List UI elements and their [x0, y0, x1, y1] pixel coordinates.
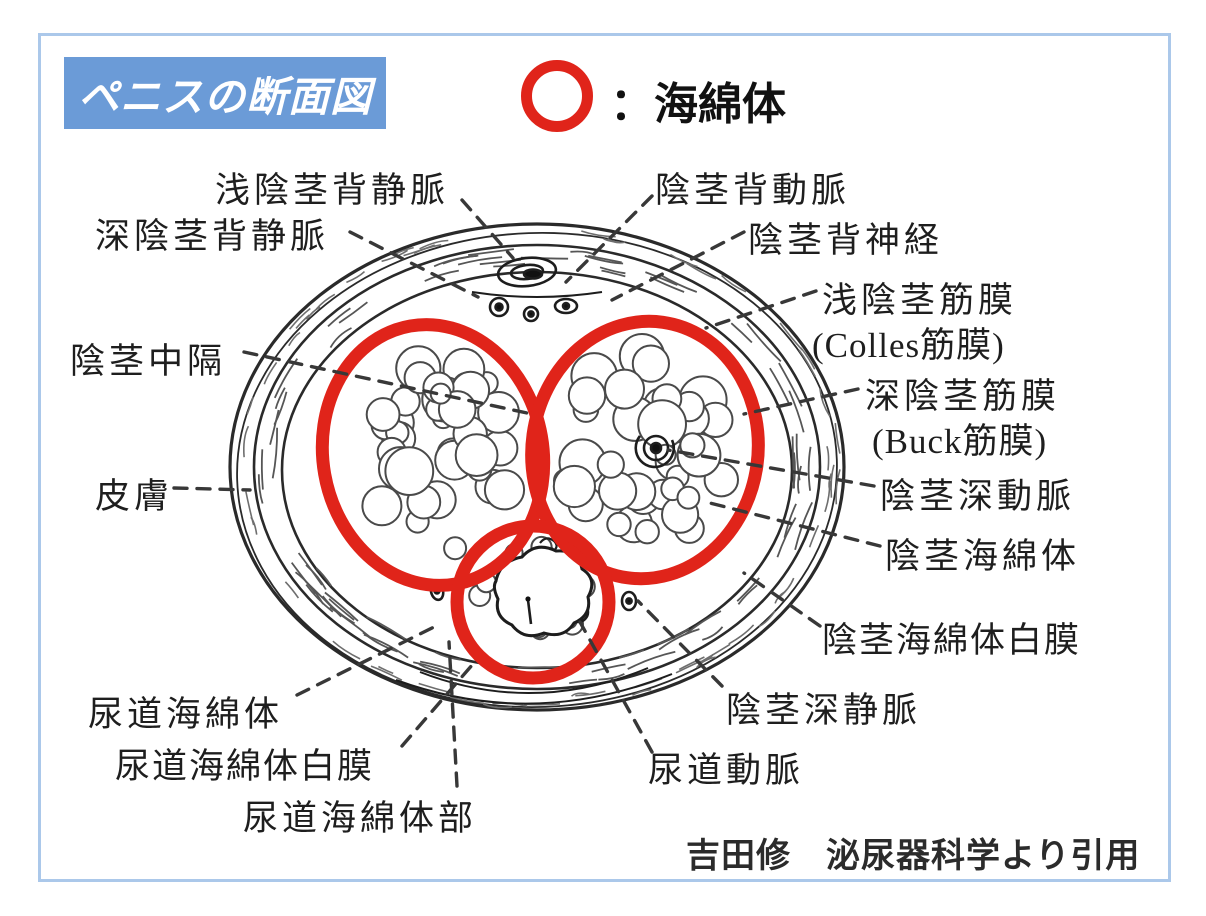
label-deep-fascia-en: (Buck筋膜)	[872, 422, 1048, 461]
label-tunica-albuginea-cavernosum: 陰茎海綿体白膜	[822, 621, 1082, 660]
title-box: ペニスの断面図	[64, 57, 386, 129]
leader-deep-vein	[636, 599, 724, 688]
superficial-dorsal-vein-shape	[496, 256, 558, 288]
cavernous-tissue-right	[552, 333, 739, 545]
label-tunica-albuginea-spongiosum: 尿道海綿体白膜	[115, 747, 375, 786]
leader-dorsal-artery	[564, 194, 654, 284]
leader-lines	[172, 194, 882, 788]
legend-label: ：海綿体	[610, 80, 786, 129]
leader-tunica-cavernosum	[742, 571, 822, 628]
label-spongy-urethra: 尿道海綿体部	[243, 799, 478, 838]
urethra-lumen	[492, 545, 594, 638]
leader-dorsal-nerve	[610, 230, 746, 302]
label-urethral-artery: 尿道動脈	[648, 751, 805, 790]
label-septum: 陰茎中隔	[70, 342, 227, 381]
corpus-spongiosum-ring	[450, 519, 616, 685]
page-title: ペニスの断面図	[78, 74, 372, 120]
leader-spongy-urethra	[447, 640, 459, 788]
leader-deep-dorsal-vein	[348, 230, 480, 299]
cavernous-tissue-left	[361, 345, 526, 561]
leader-deep-fascia	[742, 387, 860, 416]
leader-corpus-cavernosum	[704, 500, 882, 548]
small-vessel	[553, 297, 579, 315]
vessel-details	[395, 256, 676, 705]
deep-artery-shape	[642, 434, 670, 462]
label-superficial-dorsal-vein: 浅陰茎背静脈	[215, 171, 450, 210]
label-corpus-spongiosum: 尿道海綿体	[88, 695, 284, 734]
citation-text: 吉田修 泌尿器科学より引用	[686, 837, 1141, 875]
leader-tunica-spongiosum	[400, 662, 475, 748]
vein-lumen	[522, 268, 544, 280]
label-superficial-fascia: 浅陰茎筋膜	[822, 281, 1018, 320]
label-dorsal-nerve: 陰茎背神経	[748, 221, 944, 260]
small-vessel	[488, 296, 510, 318]
label-corpus-cavernosum: 陰茎海綿体	[885, 537, 1081, 576]
leader-deep-artery	[666, 448, 876, 488]
deep-vein-shape	[620, 590, 638, 612]
leader-urethral-artery	[578, 620, 654, 754]
leader-superficial-fascia	[704, 289, 818, 330]
leader-skin	[172, 486, 252, 492]
label-deep-dorsal-vein: 深陰茎背静脈	[95, 217, 330, 256]
label-superficial-fascia-en: (Colles筋膜)	[812, 326, 1005, 365]
label-dorsal-artery: 陰茎背動脈	[655, 171, 851, 210]
legend-red-ring-icon	[521, 60, 593, 132]
leader-corpus-spongiosum	[295, 624, 438, 697]
label-skin: 皮膚	[95, 477, 174, 516]
leader-septum	[242, 350, 529, 415]
leader-superficial-dorsal-vein	[460, 198, 515, 260]
small-vessel	[522, 305, 540, 323]
label-deep-fascia: 深陰茎筋膜	[865, 377, 1061, 416]
label-deep-vein: 陰茎深静脈	[726, 691, 922, 730]
label-deep-artery: 陰茎深動脈	[880, 477, 1076, 516]
